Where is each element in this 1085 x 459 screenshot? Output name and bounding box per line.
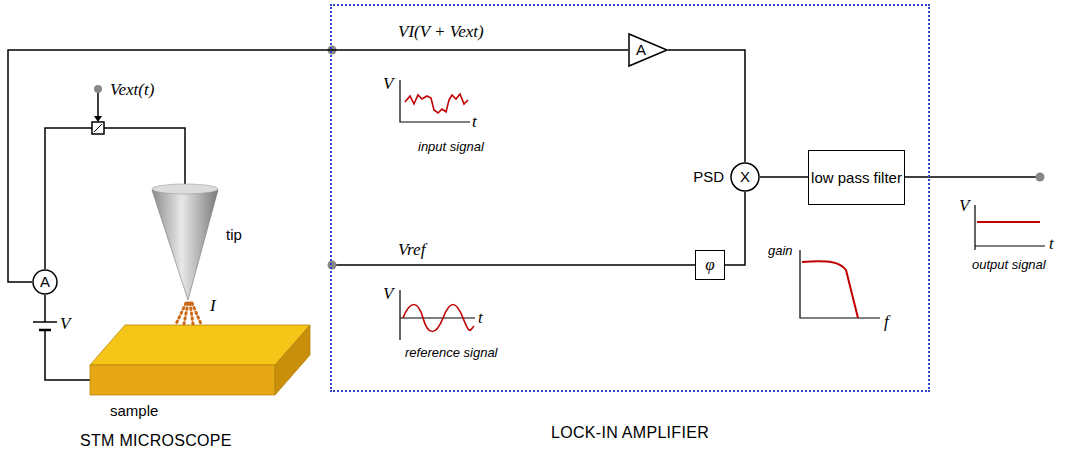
battery-wire [45, 295, 90, 380]
axis-label: f [884, 312, 889, 332]
signal-wire [668, 50, 745, 162]
tip-cone [152, 190, 218, 300]
part-label: sample [110, 402, 158, 419]
phase-shifter-box: φ [695, 250, 725, 280]
circle-shape [33, 270, 57, 294]
psd-mixer: XPSD [730, 162, 760, 192]
output-trace [977, 221, 1040, 223]
sample-side [275, 325, 310, 395]
signal-wire [8, 50, 628, 282]
axis-label: V [959, 196, 969, 216]
tip-top [152, 184, 218, 194]
reference-trace [403, 305, 474, 332]
signal-name: Vref [398, 240, 425, 260]
axis-label: V [383, 284, 393, 304]
signal-wire [725, 192, 745, 265]
plot-caption: reference signal [405, 346, 498, 361]
amplifier-outline [628, 33, 668, 67]
battery-plate [39, 329, 51, 332]
plot-axes [400, 80, 470, 122]
modulation-box [92, 122, 104, 134]
output-wire [905, 176, 1040, 178]
output-terminal [1036, 173, 1045, 182]
section-title: STM MICROSCOPE [80, 432, 232, 450]
node-label: X [740, 168, 750, 185]
drawing-part [192, 303, 201, 324]
axis-label: t [478, 308, 483, 328]
axis-label: t [472, 112, 477, 132]
signal-name: Vext(t) [110, 80, 154, 100]
node-label: A [40, 273, 50, 290]
signal-wire [760, 176, 808, 178]
plot-caption: output signal [972, 258, 1046, 273]
vext-wire [97, 92, 99, 117]
part-label: tip [226, 226, 242, 243]
ammeter: A [32, 269, 58, 295]
drawing-part [184, 303, 188, 324]
amplifier-triangle [629, 34, 667, 66]
node-label: low pass filter [811, 169, 902, 186]
plot-axes [975, 205, 1045, 250]
plot-axes [400, 290, 475, 340]
low-pass-filter-box: low pass filter [808, 150, 905, 205]
drawing-part [190, 303, 193, 324]
axis-label: t [1049, 234, 1054, 254]
battery-plate [33, 321, 57, 323]
node-heading: PSD [693, 168, 724, 185]
plot-caption: input signal [418, 140, 484, 155]
reference-wire [332, 264, 695, 266]
sample-front [90, 365, 275, 395]
input-trace [405, 94, 468, 113]
amplifier-triangle: A [628, 33, 668, 67]
lock-in-amplifier-box: LOCK-IN AMPLIFIERAXPSDφlow pass filter [330, 4, 930, 392]
signal-name: I [210, 296, 216, 316]
component-label: V [60, 314, 70, 334]
reference-terminal [328, 261, 337, 270]
tunnel-current [176, 303, 201, 324]
sample-top [90, 325, 310, 365]
node-label: φ [705, 255, 714, 275]
gain-curve [802, 261, 858, 318]
signal-name: VI(V + Vext) [398, 22, 484, 42]
modulation-arrow [94, 124, 102, 132]
axis-label: gain [768, 244, 793, 259]
node-label: A [636, 41, 646, 58]
vext-terminal [94, 85, 102, 93]
node-label: LOCK-IN AMPLIFIER [332, 424, 928, 442]
vext-arrowhead [94, 116, 102, 122]
plot-axes [800, 250, 880, 318]
axis-label: V [383, 74, 393, 94]
circle-shape [731, 163, 759, 191]
